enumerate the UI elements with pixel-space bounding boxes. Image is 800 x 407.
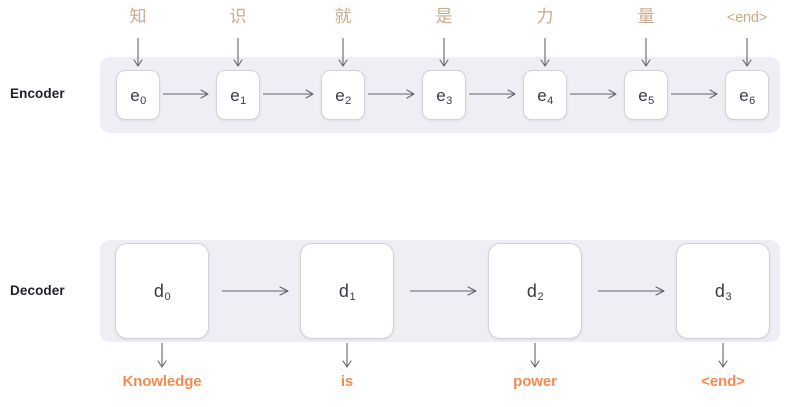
encoder-row-label: Encoder — [10, 86, 65, 101]
decoder-output-token-3: <end> — [701, 373, 745, 390]
encoder-cell-4[interactable]: e4 — [523, 70, 567, 120]
encoder-input-token-2: 就 — [334, 7, 352, 26]
encoder-cell-6[interactable]: e6 — [725, 70, 769, 120]
decoder-output-arrow-1 — [340, 343, 354, 371]
encoder-input-token-6: <end> — [726, 10, 768, 26]
decoder-cell-0[interactable]: d0 — [115, 243, 209, 339]
decoder-output-arrow-2 — [528, 343, 542, 371]
encoder-cell-5[interactable]: e5 — [624, 70, 668, 120]
encoder-cell-label-3: e3 — [436, 85, 453, 107]
decoder-output-arrow-3 — [716, 343, 730, 371]
encoder-input-token-3: 是 — [435, 7, 453, 26]
encoder-input-token-0: 知 — [129, 7, 147, 26]
decoder-output-token-1: is — [340, 373, 354, 390]
decoder-cell-label-3: d3 — [714, 281, 732, 303]
decoder-output-arrow-0 — [155, 343, 169, 371]
encoder-cell-label-0: e0 — [130, 85, 147, 107]
decoder-row-label: Decoder — [10, 283, 65, 298]
decoder-cell-3[interactable]: d3 — [676, 243, 770, 339]
encoder-cell-label-4: e4 — [537, 85, 554, 107]
encoder-cell-label-5: e5 — [638, 85, 655, 107]
encoder-cell-1[interactable]: e1 — [216, 70, 260, 120]
decoder-cell-label-2: d2 — [526, 281, 544, 303]
decoder-cell-label-0: d0 — [153, 281, 171, 303]
decoder-cell-label-1: d1 — [338, 281, 356, 303]
encoder-input-token-1: 识 — [229, 7, 247, 26]
decoder-output-token-2: power — [513, 373, 557, 390]
decoder-cell-2[interactable]: d2 — [488, 243, 582, 339]
encoder-cell-3[interactable]: e3 — [422, 70, 466, 120]
encoder-input-token-5: 量 — [637, 7, 655, 26]
encoder-cell-label-6: e6 — [739, 85, 756, 107]
decoder-cell-1[interactable]: d1 — [300, 243, 394, 339]
encoder-cell-0[interactable]: e0 — [116, 70, 160, 120]
encoder-cell-label-1: e1 — [230, 85, 247, 107]
encoder-cell-2[interactable]: e2 — [321, 70, 365, 120]
decoder-output-token-0: Knowledge — [122, 373, 202, 390]
encoder-input-token-4: 力 — [536, 7, 554, 26]
encoder-cell-label-2: e2 — [335, 85, 352, 107]
